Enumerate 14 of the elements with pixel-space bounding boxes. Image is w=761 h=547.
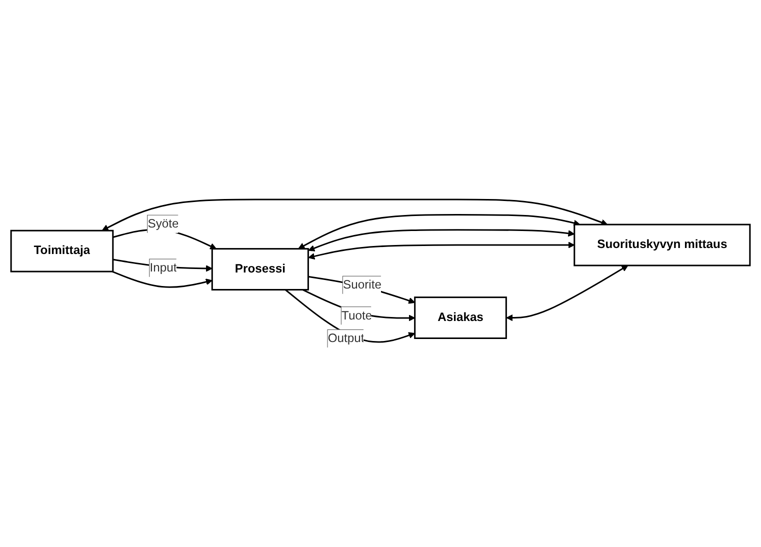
node-box: Suorituskyvyn mittaus <box>574 224 751 266</box>
node-box: Toimittaja <box>10 230 114 272</box>
arrow <box>308 229 575 252</box>
arrow <box>102 198 608 231</box>
node-box: Asiakas <box>414 296 507 339</box>
arrow <box>506 265 628 322</box>
edge-label: Syöte <box>148 218 179 231</box>
arrow <box>298 214 580 249</box>
arrow <box>308 276 416 304</box>
node-box: Prosessi <box>211 248 309 290</box>
edge-label: Tuote <box>342 309 372 322</box>
edge-label: Suorite <box>343 278 382 292</box>
arrow <box>112 270 212 288</box>
arrow <box>308 242 575 260</box>
